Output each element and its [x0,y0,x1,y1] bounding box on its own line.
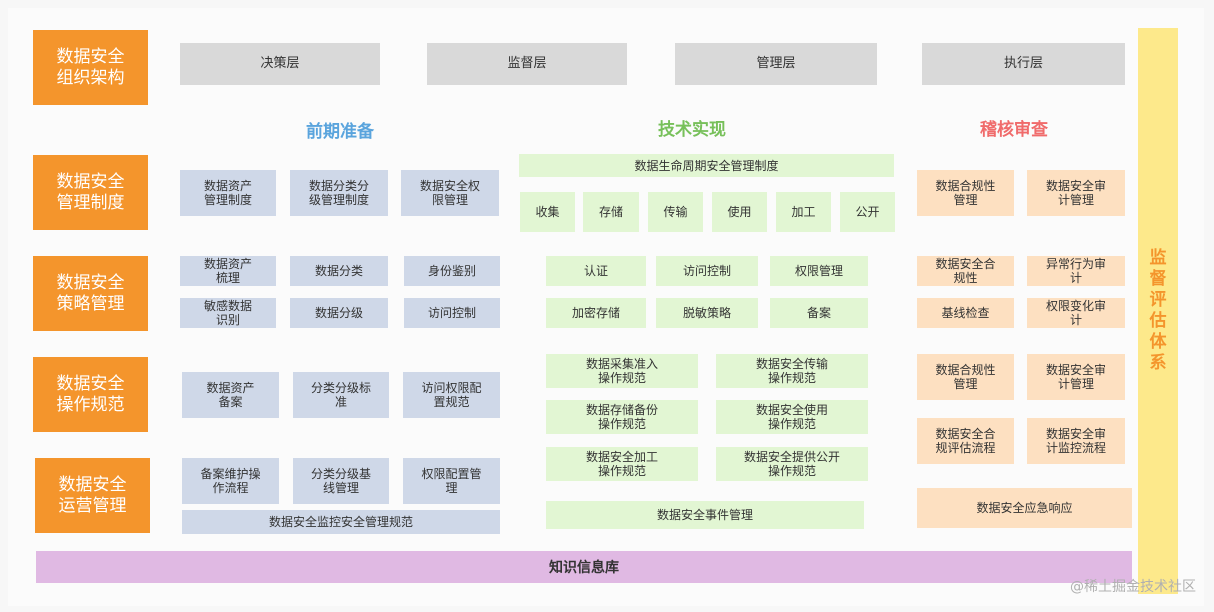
tech-item: 备案 [770,298,868,328]
prep-wide-item: 数据安全监控安全管理规范 [182,510,500,534]
prep-item: 数据分级 [290,298,388,328]
layer-execution: 执行层 [922,43,1125,85]
prep-item: 数据分类 [290,256,388,286]
audit-item: 基线检查 [917,298,1014,328]
tech-item: 加密存储 [546,298,646,328]
prep-item: 数据分类分 级管理制度 [290,170,388,216]
lifecycle-stage: 使用 [712,192,767,232]
tech-item: 数据采集准入 操作规范 [546,354,698,388]
org-structure-label: 数据安全 组织架构 [33,30,148,105]
prep-item: 敏感数据 识别 [180,298,276,328]
lifecycle-stage: 收集 [520,192,575,232]
audit-item: 数据合规性 管理 [917,354,1014,400]
knowledge-base: 知识信息库 [36,551,1132,583]
prep-item: 访问控制 [404,298,500,328]
tech-item: 数据安全加工 操作规范 [546,447,698,481]
row-label-operations-management: 数据安全 运营管理 [35,458,150,533]
audit-item: 数据安全合 规评估流程 [917,418,1014,464]
audit-item: 数据安全合 规性 [917,256,1014,286]
prep-item: 数据安全权 限管理 [401,170,499,216]
phase-header-prep: 前期准备 [306,122,374,142]
tech-item: 认证 [546,256,646,286]
layer-supervision: 监督层 [427,43,627,85]
audit-item: 数据安全审 计监控流程 [1027,418,1125,464]
supervision-evaluation-system: 监督评估体系 [1138,28,1178,594]
tech-item: 数据安全提供公开 操作规范 [716,447,868,481]
tech-item: 访问控制 [656,256,758,286]
tech-item: 权限管理 [770,256,868,286]
tech-item: 数据安全事件管理 [546,501,864,529]
watermark: @稀土掘金技术社区 [1070,579,1196,595]
row-label-management-system: 数据安全 管理制度 [33,155,148,230]
audit-item: 数据合规性 管理 [917,170,1014,216]
audit-item: 数据安全应急响应 [917,488,1132,528]
tech-item: 数据安全使用 操作规范 [716,400,868,434]
prep-item: 数据资产 梳理 [180,256,276,286]
phase-header-audit: 稽核审查 [980,120,1048,140]
layer-decision: 决策层 [180,43,380,85]
prep-item: 分类分级基 线管理 [293,458,389,504]
audit-item: 权限变化审 计 [1027,298,1125,328]
prep-item: 访问权限配 置规范 [403,372,500,418]
prep-item: 数据资产 管理制度 [180,170,276,216]
prep-item: 数据资产 备案 [182,372,279,418]
phase-header-tech: 技术实现 [658,120,726,140]
audit-item: 数据安全审 计管理 [1027,354,1125,400]
layer-management: 管理层 [675,43,877,85]
lifecycle-stage: 传输 [648,192,703,232]
row-label-operation-spec: 数据安全 操作规范 [33,357,148,432]
side-label: 监督评估体系 [1149,248,1167,373]
lifecycle-stage: 公开 [840,192,895,232]
lifecycle-stage: 加工 [776,192,831,232]
row-label-strategy-management: 数据安全 策略管理 [33,256,148,331]
prep-item: 备案维护操 作流程 [182,458,279,504]
tech-item: 脱敏策略 [656,298,758,328]
prep-item: 分类分级标 准 [293,372,389,418]
prep-item: 权限配置管 理 [403,458,500,504]
tech-item: 数据存储备份 操作规范 [546,400,698,434]
tech-item: 数据安全传输 操作规范 [716,354,868,388]
lifecycle-stage: 存储 [583,192,639,232]
prep-item: 身份鉴别 [404,256,500,286]
audit-item: 异常行为审 计 [1027,256,1125,286]
audit-item: 数据安全审 计管理 [1027,170,1125,216]
lifecycle-title: 数据生命周期安全管理制度 [519,154,894,177]
